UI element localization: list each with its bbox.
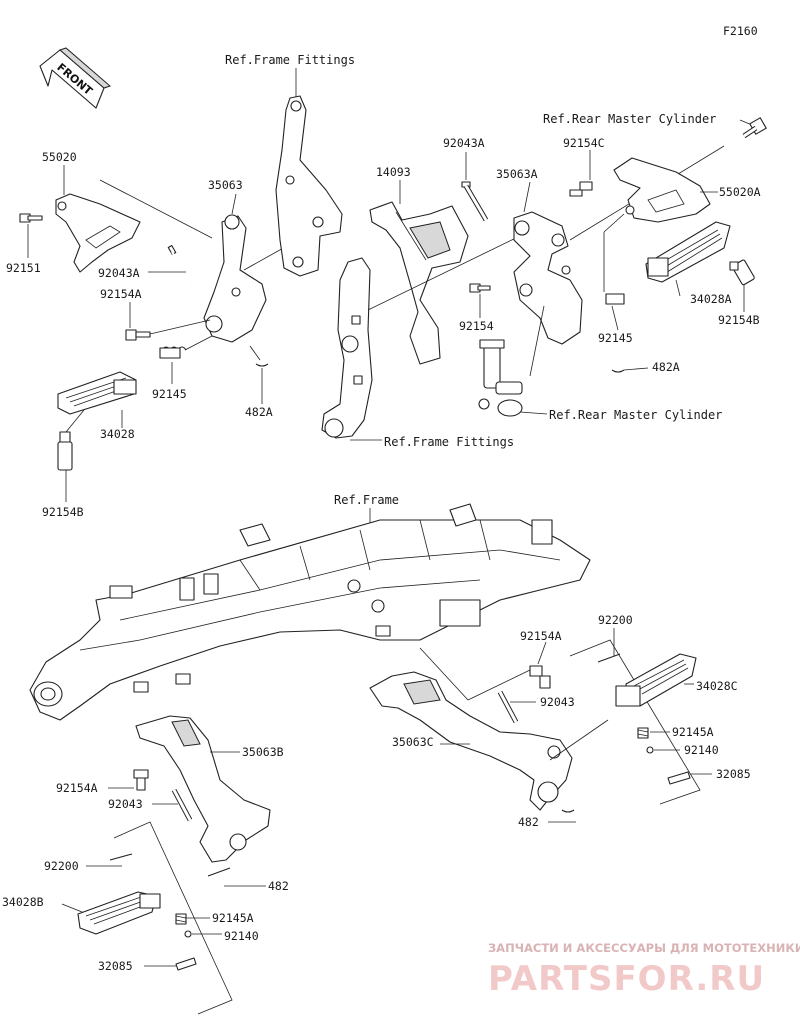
part-label-14093: 14093 bbox=[376, 165, 411, 179]
pin-32085-left-icon bbox=[175, 957, 197, 971]
clip-482a-right-icon bbox=[611, 369, 625, 373]
master-cylinder-bracket-14093 bbox=[369, 201, 469, 365]
pin-92200-left-icon bbox=[109, 853, 133, 861]
part-label-92154a: 92154A bbox=[520, 629, 562, 643]
part-label-482: 482 bbox=[518, 815, 539, 829]
spring-92145a-right-icon bbox=[637, 727, 649, 739]
part-label-92154a: 92154A bbox=[56, 781, 98, 795]
pin-92154b-right-icon bbox=[729, 259, 755, 286]
part-label-92154b: 92154B bbox=[718, 313, 760, 327]
part-label-55020a: 55020A bbox=[719, 185, 761, 199]
pin-92043a-left-icon bbox=[167, 244, 191, 283]
part-label-32085: 32085 bbox=[98, 959, 133, 973]
ref-frame-fittings-mid: Ref.Frame Fittings bbox=[384, 435, 514, 449]
part-label-92200: 92200 bbox=[44, 859, 79, 873]
footpeg-bracket-lower-right bbox=[369, 671, 573, 811]
part-label-92145: 92145 bbox=[598, 331, 633, 345]
part-label-34028b: 34028B bbox=[2, 895, 44, 909]
bolt-92154c-icon bbox=[569, 181, 593, 197]
pin-92154b-left-icon bbox=[57, 431, 73, 471]
bolt-rear-master-cylinder-icon bbox=[742, 117, 767, 139]
pin-32085-right-icon bbox=[667, 771, 691, 785]
ref-rear-master-cylinder-top: Ref.Rear Master Cylinder bbox=[543, 112, 716, 126]
bolt-92154a-mid-icon bbox=[529, 665, 551, 689]
footpeg-34028b bbox=[77, 891, 161, 935]
pin-92043-lower-icon bbox=[171, 788, 193, 822]
part-label-92043a: 92043A bbox=[98, 266, 140, 280]
part-label-92154c: 92154C bbox=[563, 136, 605, 150]
footpeg-bracket-right bbox=[513, 211, 583, 345]
frame-fitting-plate-mid bbox=[321, 257, 373, 439]
front-arrow-icon: FRONT bbox=[39, 47, 111, 109]
part-label-92154a: 92154A bbox=[100, 287, 142, 301]
part-label-92151: 92151 bbox=[6, 261, 41, 275]
pin-92043a-right-icon bbox=[461, 181, 489, 222]
clip-482-mid-icon bbox=[561, 809, 575, 813]
part-label-92154b: 92154B bbox=[42, 505, 84, 519]
part-label-92043: 92043 bbox=[108, 797, 143, 811]
bolt-92154-icon bbox=[469, 283, 491, 293]
part-label-35063c: 35063C bbox=[392, 735, 434, 749]
part-label-35063a: 35063A bbox=[496, 167, 538, 181]
watermark-brand: PARTSFOR.RU bbox=[488, 959, 765, 999]
watermark-tagline: ЗАПЧАСТИ И АКСЕССУАРЫ ДЛЯ МОТОТЕХНИКИ bbox=[488, 941, 800, 955]
part-label-55020: 55020 bbox=[42, 150, 77, 164]
footpeg-34028a bbox=[645, 221, 731, 283]
ref-frame: Ref.Frame bbox=[334, 493, 399, 507]
part-label-92140: 92140 bbox=[684, 743, 719, 757]
part-label-92043: 92043 bbox=[540, 695, 575, 709]
part-label-34028: 34028 bbox=[100, 427, 135, 441]
part-label-34028a: 34028A bbox=[690, 292, 732, 306]
part-label-34028c: 34028C bbox=[696, 679, 738, 693]
ref-rear-master-cylinder-mid: Ref.Rear Master Cylinder bbox=[549, 408, 722, 422]
part-label-92154: 92154 bbox=[459, 319, 494, 333]
footpeg-bracket-left bbox=[203, 214, 267, 343]
part-label-35063b: 35063B bbox=[242, 745, 284, 759]
washer-92140-left-icon bbox=[184, 930, 192, 938]
part-label-92140: 92140 bbox=[224, 929, 259, 943]
part-label-35063: 35063 bbox=[208, 178, 243, 192]
pin-92200-right-icon bbox=[597, 653, 621, 663]
bolt-92151-icon bbox=[19, 213, 43, 223]
part-label-482: 482 bbox=[268, 879, 289, 893]
part-label-92145a: 92145A bbox=[672, 725, 714, 739]
spring-92145-right-icon bbox=[605, 293, 625, 305]
part-label-482a: 482A bbox=[245, 405, 273, 419]
footpeg-34028c bbox=[615, 653, 697, 707]
rear-master-cylinder-icon bbox=[478, 339, 523, 417]
frame-assembly bbox=[29, 503, 591, 721]
diagram-code: F2160 bbox=[723, 24, 758, 38]
frame-fitting-plate-top bbox=[275, 95, 343, 277]
bolt-92154a-lower-icon bbox=[133, 769, 149, 791]
part-label-32085: 32085 bbox=[716, 767, 751, 781]
washer-92140-right-icon bbox=[646, 746, 654, 754]
part-labels: 55020 92151 35063 92043A 92154A 92145 482A 3402… bbox=[2, 136, 761, 973]
part-label-92043a: 92043A bbox=[443, 136, 485, 150]
ref-frame-fittings-top: Ref.Frame Fittings bbox=[225, 53, 355, 67]
part-label-92145a: 92145A bbox=[212, 911, 254, 925]
part-label-92145: 92145 bbox=[152, 387, 187, 401]
bolt-92154a-upper-icon bbox=[125, 329, 151, 341]
heel-guard-left bbox=[55, 193, 141, 273]
footpeg-34028 bbox=[57, 371, 137, 415]
footpeg-bracket-lower-left bbox=[135, 715, 271, 863]
clip-482a-left-icon bbox=[255, 363, 269, 367]
pin-92043-mid-icon bbox=[497, 690, 519, 724]
heel-guard-right bbox=[613, 157, 711, 223]
spring-92145a-left-icon bbox=[175, 913, 187, 925]
spring-92145-left-icon bbox=[159, 346, 187, 359]
part-label-482a: 482A bbox=[652, 360, 680, 374]
part-label-92200: 92200 bbox=[598, 613, 633, 627]
